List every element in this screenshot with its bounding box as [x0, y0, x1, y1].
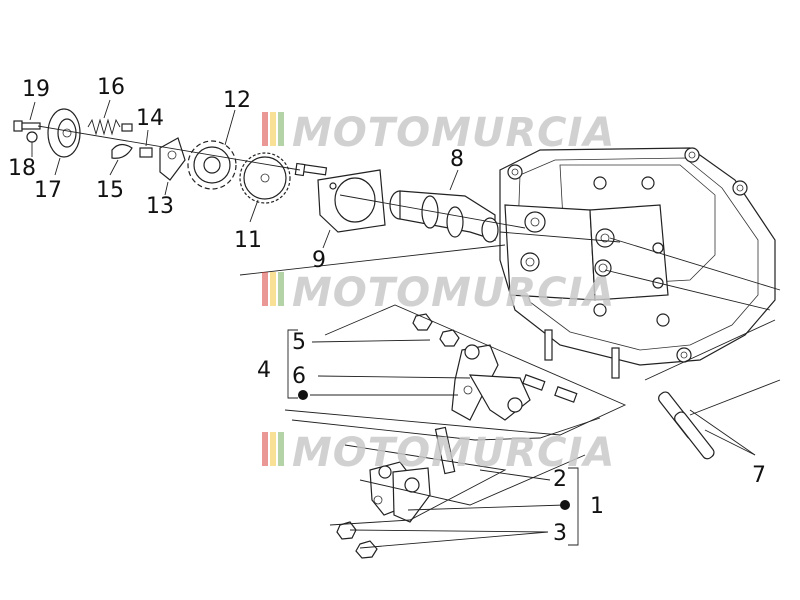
callout-9: 9 [312, 248, 326, 273]
rocker-pin-lower [434, 426, 456, 475]
leader-lines [29, 99, 781, 549]
callout-5: 5 [292, 330, 306, 355]
callout-2: 2 [553, 467, 567, 492]
watermark-1: MOTOMURCIA [262, 110, 615, 156]
callout-3: 3 [553, 521, 567, 546]
callout-14: 14 [136, 106, 164, 131]
callout-12: 12 [223, 88, 251, 113]
camshaft [389, 190, 499, 243]
dowel-pins [658, 391, 715, 460]
washer-18 [26, 131, 38, 143]
callout-4: 4 [257, 358, 271, 383]
cylinder-head [499, 147, 776, 379]
rocker-shaft-pins [522, 374, 578, 403]
cam-cover-plate [317, 169, 386, 233]
watermark-2: MOTOMURCIA [262, 270, 615, 316]
clip-ring [111, 143, 133, 159]
callout-16: 16 [97, 75, 125, 100]
nut-3b [355, 540, 378, 559]
group-bullet-1 [560, 500, 570, 510]
watermark-text-3: MOTOMURCIA [292, 430, 615, 476]
group-bullet-4 [298, 390, 308, 400]
callout-15: 15 [96, 178, 124, 203]
callout-17: 17 [34, 178, 62, 203]
plate-bolt [294, 162, 328, 177]
rocker-arm-upper [451, 344, 531, 421]
callout-18: 18 [8, 156, 36, 181]
nut-5a [412, 313, 433, 331]
spring-washer [139, 147, 153, 158]
sprocket-small [187, 140, 237, 190]
rocker-arm-lower [369, 461, 431, 523]
nut-5b [439, 329, 460, 347]
callout-6: 6 [292, 364, 306, 389]
callout-11: 11 [234, 228, 262, 253]
callout-13: 13 [146, 194, 174, 219]
watermark-3: MOTOMURCIA [262, 430, 615, 476]
nut-3a [336, 521, 357, 540]
spring [87, 118, 133, 136]
callout-8: 8 [450, 147, 464, 172]
centrifugal-weight [47, 108, 81, 158]
bolt-19 [13, 120, 41, 132]
decompressor-part [159, 137, 186, 181]
sprocket-large [239, 152, 291, 204]
callout-7: 7 [752, 463, 766, 488]
watermark-text-2: MOTOMURCIA [292, 270, 615, 316]
callout-19: 19 [22, 77, 50, 102]
callout-1: 1 [590, 494, 604, 519]
watermark-text-1: MOTOMURCIA [292, 110, 615, 156]
